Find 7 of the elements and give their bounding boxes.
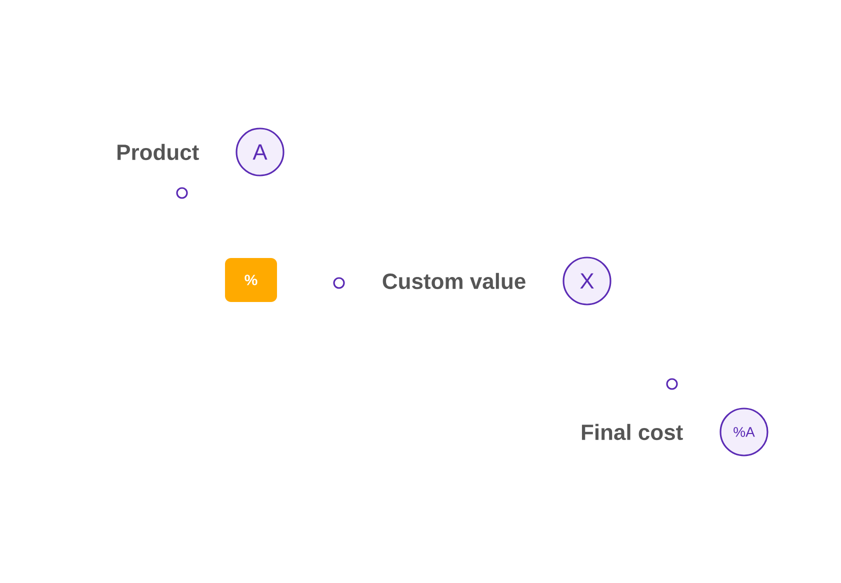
port-circle <box>333 277 345 289</box>
variable-label: Final cost <box>582 424 683 440</box>
port-circle <box>666 378 678 390</box>
variable-label: Product <box>118 144 199 160</box>
port-circle <box>176 187 188 199</box>
variable-label: Custom value <box>382 272 526 290</box>
operator-box: % <box>225 258 277 302</box>
